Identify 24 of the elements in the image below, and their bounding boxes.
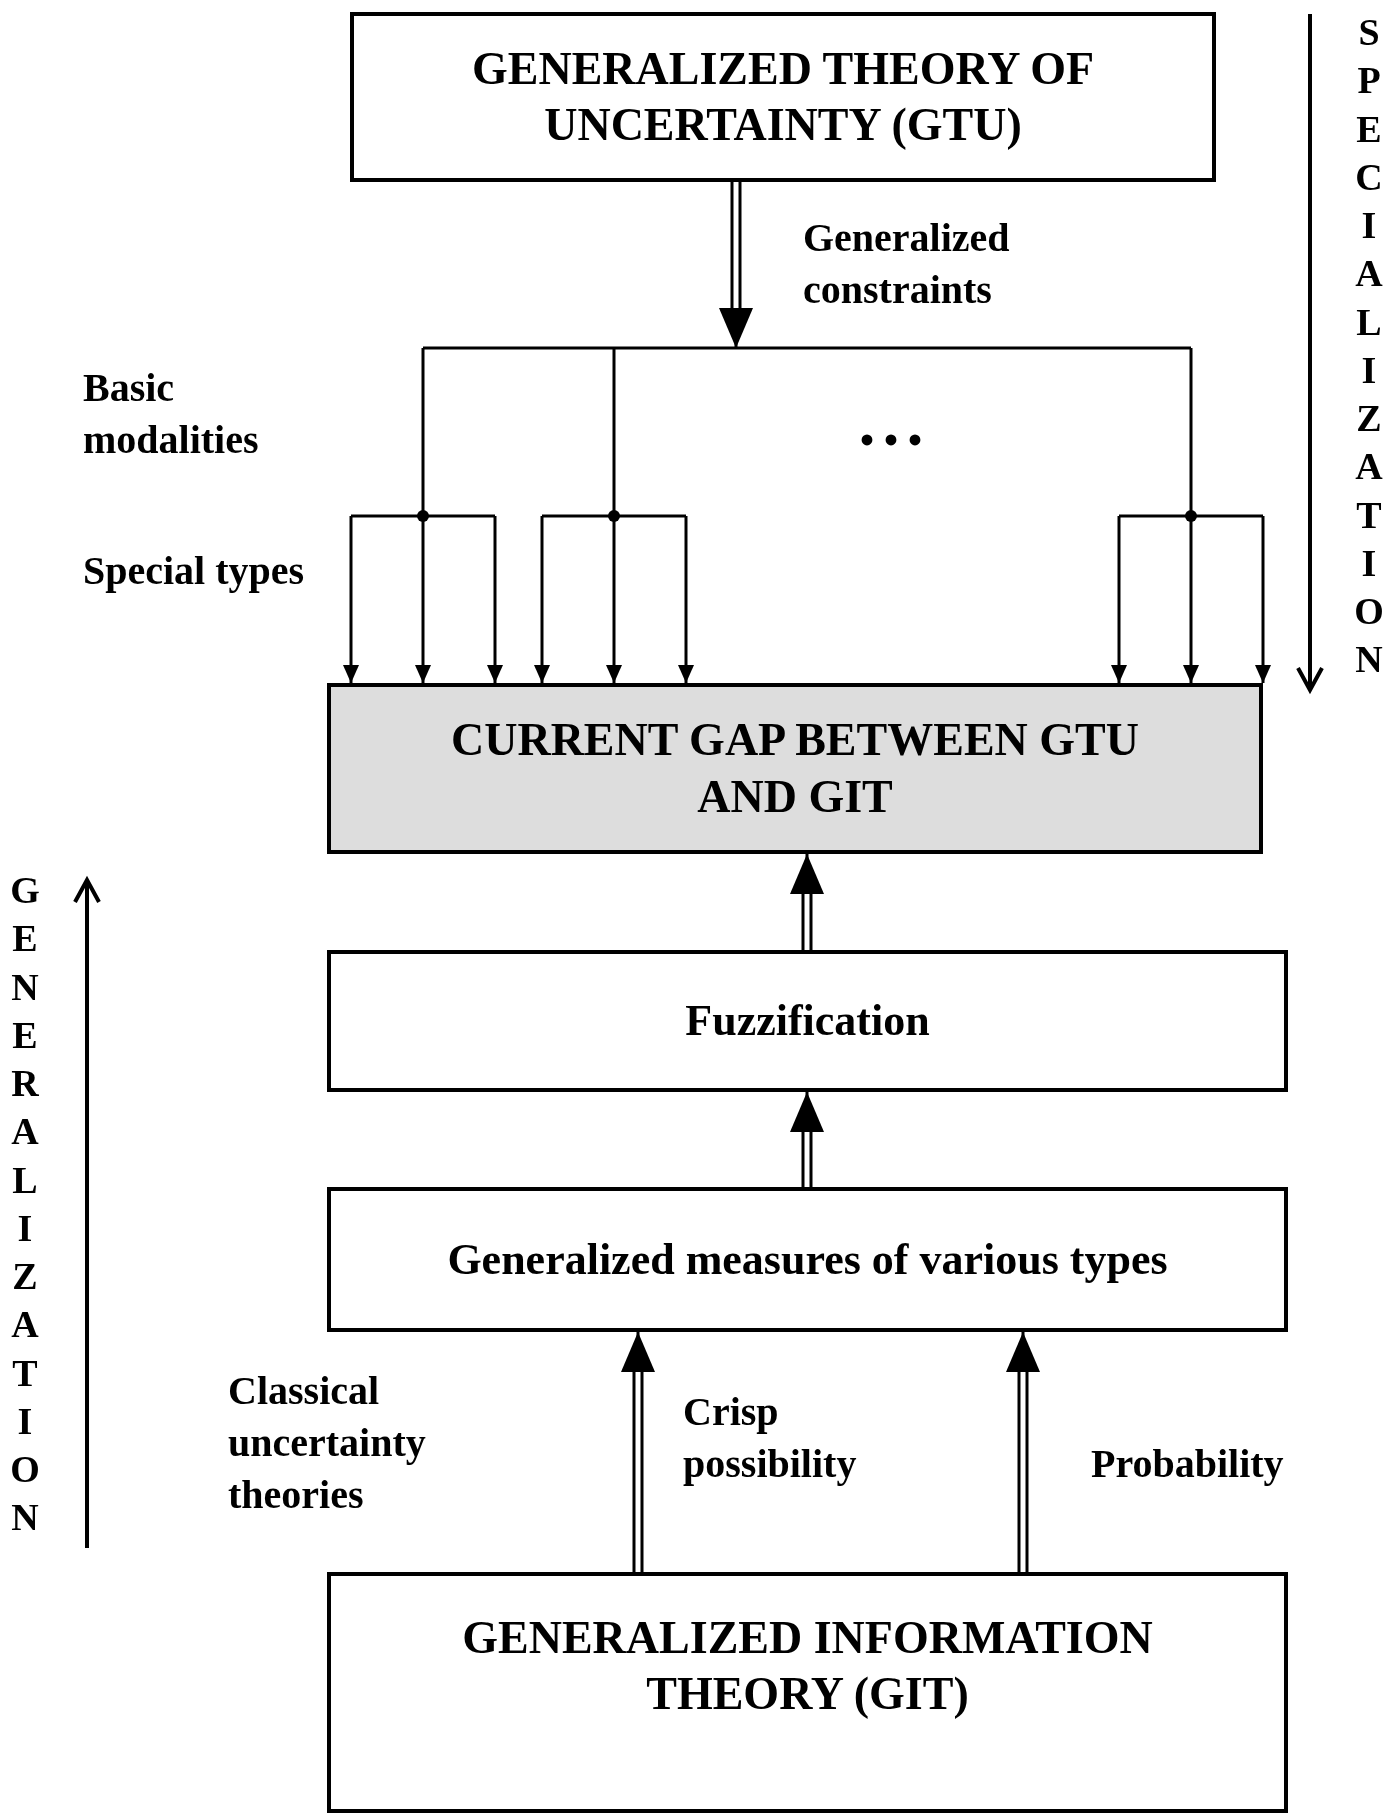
box-title: Fuzzification [685,995,930,1048]
double-arrow [1006,1332,1040,1574]
box-title: GENERALIZED INFORMATION THEORY (GIT) [461,1611,1154,1722]
edge-label: Crisp possibility [683,1388,858,1488]
note-text: Special types [83,547,306,595]
process-box [327,1572,1288,1813]
edge-label: Probability [1091,1440,1285,1488]
edge-label: Generalized constraints [803,214,1011,314]
box-title: Generalized measures of various types [447,1233,1168,1286]
box-title: GENERALIZED THEORY OF UNCERTAINTY (GTU) [470,41,1096,152]
double-arrow [790,1092,824,1189]
branching-arrows [343,180,1271,683]
process-box [327,950,1288,1092]
note-text: Basic modalities [83,364,260,464]
double-arrow [790,854,824,952]
process-box [350,12,1216,182]
vertical-label: SPECIALIZATION [1353,10,1385,683]
highlighted-box [327,683,1263,854]
process-box [327,1187,1288,1332]
note-text: • • • [860,417,923,465]
vertical-label: GENERALIZATION [9,868,41,1541]
double-arrow [621,1332,655,1574]
note-text: Classical uncertainty theories [228,1367,427,1519]
box-title: CURRENT GAP BETWEEN GTU AND GIT [450,713,1140,824]
